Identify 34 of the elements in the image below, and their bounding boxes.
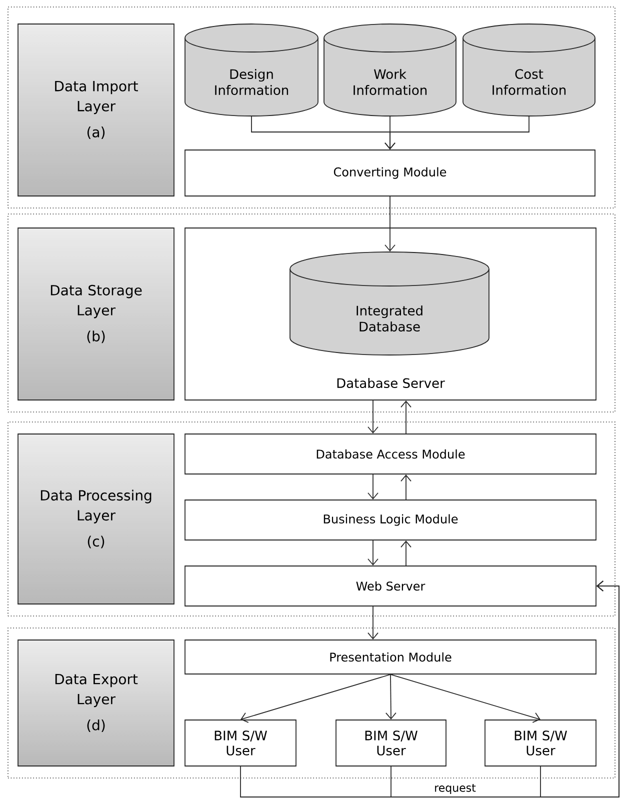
module-box: Database Access Module xyxy=(184,434,596,474)
module-box: Converting Module xyxy=(184,150,596,196)
layer-label-box: Data Import Layer (a) xyxy=(18,24,174,196)
arrow xyxy=(540,580,620,798)
arrow xyxy=(390,674,540,723)
arrow xyxy=(240,674,391,723)
module-box: Presentation Module xyxy=(184,640,596,674)
user-box: BIM S/W User xyxy=(484,720,596,766)
layer-label-box: Data Export Layer (d) xyxy=(18,640,174,766)
arrow xyxy=(385,674,396,720)
layer-label-box: Data Storage Layer (b) xyxy=(18,228,174,400)
user-box: BIM S/W User xyxy=(336,720,446,766)
database-cylinder: Work Information xyxy=(324,24,456,116)
module-box: Web Server xyxy=(184,566,596,606)
database-cylinder: Integrated Database xyxy=(290,252,490,356)
database-cylinder: Design Information xyxy=(184,24,318,116)
layer-frame xyxy=(8,214,616,412)
layer-frame xyxy=(8,422,616,616)
arrow xyxy=(400,400,412,434)
user-box: BIM S/W User xyxy=(184,720,296,766)
layer-frame xyxy=(8,6,616,208)
database-cylinder: Cost Information xyxy=(462,24,596,116)
arrow xyxy=(400,540,412,566)
arrow xyxy=(384,116,530,150)
arrow xyxy=(368,400,378,434)
layer-label-box: Data Processing Layer (c) xyxy=(18,434,174,604)
arrow xyxy=(384,196,396,252)
layer-frame xyxy=(8,628,616,778)
arrow xyxy=(400,474,412,500)
arrow xyxy=(368,540,378,566)
module-box: Business Logic Module xyxy=(184,500,596,540)
arrow xyxy=(368,606,378,640)
arrow xyxy=(368,474,378,500)
edge-label: request xyxy=(433,783,477,795)
